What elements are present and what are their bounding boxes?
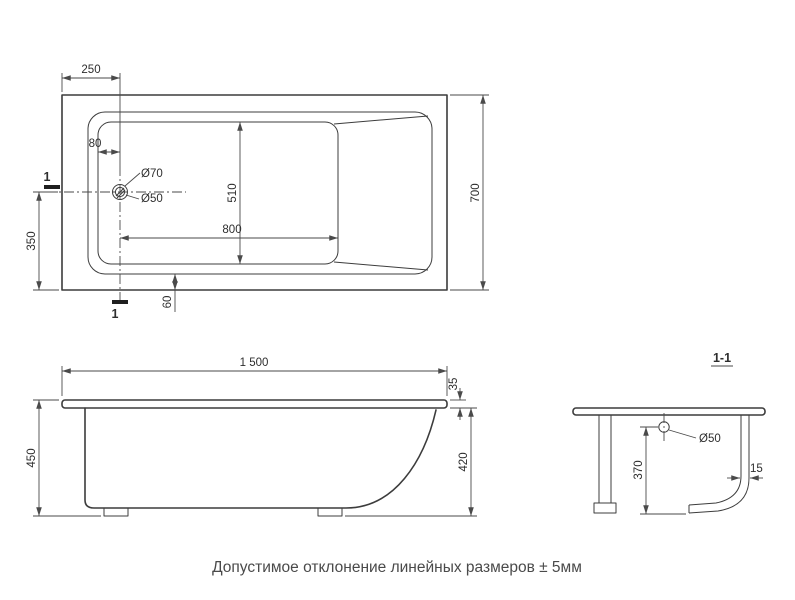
section-dia50-callout: Ø50 bbox=[668, 429, 721, 445]
dim-label-800: 800 bbox=[222, 224, 241, 236]
dim-label-420: 420 bbox=[458, 452, 470, 471]
dim-800: 800 bbox=[120, 224, 338, 241]
dim-350: 350 bbox=[26, 191, 59, 291]
tolerance-note: Допустимое отклонение линейных размеров … bbox=[212, 559, 582, 576]
dim-370: 370 bbox=[633, 426, 686, 515]
dim-label-15: 15 bbox=[750, 463, 763, 475]
dim-label-450: 450 bbox=[26, 448, 38, 467]
tub-rim-inner-edge bbox=[87, 111, 433, 275]
dim-label-section-dia50: Ø50 bbox=[699, 433, 721, 445]
section-mark-label-bottom: 1 bbox=[112, 307, 119, 321]
section-rim bbox=[572, 407, 766, 416]
dim-1500: 1 500 bbox=[61, 357, 448, 396]
shell-profile bbox=[84, 407, 437, 509]
section-mark-label-top: 1 bbox=[44, 170, 51, 184]
side-view: 1 500 35 450 420 bbox=[26, 357, 477, 517]
section-left-wall bbox=[598, 415, 612, 504]
dim-60: 60 bbox=[162, 274, 178, 312]
section-cut-marks: 1 1 bbox=[44, 170, 128, 321]
section-left-foot bbox=[593, 502, 617, 514]
tub-basin-floor bbox=[97, 121, 339, 265]
dim-label-dia70: Ø70 bbox=[141, 168, 163, 180]
dim-250: 250 bbox=[61, 64, 121, 166]
dim-700: 700 bbox=[450, 94, 489, 291]
dim-label-510: 510 bbox=[227, 183, 239, 202]
dim-80: 80 bbox=[89, 138, 120, 155]
dim-15: 15 bbox=[727, 463, 763, 481]
dim-450: 450 bbox=[26, 399, 101, 517]
dim-label-350: 350 bbox=[26, 231, 38, 250]
tub-outer-edge bbox=[61, 94, 448, 291]
dim-label-35: 35 bbox=[448, 378, 460, 391]
dim-label-80: 80 bbox=[89, 138, 102, 150]
dim-label-250: 250 bbox=[81, 64, 100, 76]
foot-right bbox=[317, 507, 343, 517]
section-title: 1-1 bbox=[713, 351, 731, 365]
dim-label-370: 370 bbox=[633, 460, 645, 479]
section-view: 1-1 Ø50 370 15 bbox=[572, 351, 766, 515]
drain-diameter-callouts: Ø70 Ø50 bbox=[124, 168, 163, 205]
dim-label-60: 60 bbox=[162, 296, 174, 309]
basin-slope-top bbox=[333, 115, 429, 125]
dim-510: 510 bbox=[227, 122, 243, 264]
basin-slope-bottom bbox=[333, 261, 429, 271]
top-view: 250 80 Ø70 Ø50 510 800 700 bbox=[26, 64, 489, 321]
rim-profile bbox=[61, 399, 448, 409]
section-wall-outer bbox=[688, 415, 750, 514]
dim-label-dia50: Ø50 bbox=[141, 193, 163, 205]
foot-left bbox=[103, 507, 129, 517]
dim-420: 420 bbox=[345, 407, 477, 517]
dim-label-700: 700 bbox=[470, 183, 482, 202]
section-wall-inner bbox=[688, 415, 742, 506]
dim-label-1500: 1 500 bbox=[240, 357, 269, 369]
dim-35: 35 bbox=[448, 378, 466, 420]
